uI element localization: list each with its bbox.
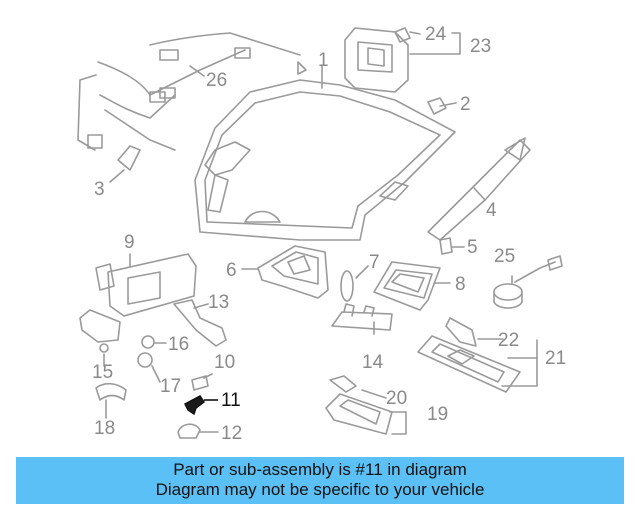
dome-lamp-part <box>417 335 521 393</box>
ring-part-16 <box>141 335 155 349</box>
callout-5: 5 <box>467 237 478 258</box>
callout-23: 23 <box>470 36 491 57</box>
bracket-part-14 <box>331 303 393 331</box>
highlighted-part-11 <box>184 395 218 416</box>
banner-line-2: Diagram may not be specific to your vehi… <box>155 480 485 499</box>
callout-6: 6 <box>226 260 237 281</box>
map-lamp-part <box>325 393 393 435</box>
plug-part-5 <box>439 237 453 255</box>
info-banner: Part or sub-assembly is #11 in diagram D… <box>16 457 624 504</box>
callout-21: 21 <box>545 348 566 369</box>
callout-11: 11 <box>221 390 241 411</box>
callout-18: 18 <box>94 418 115 439</box>
mounting-plate-part <box>257 245 329 299</box>
leader-lines <box>103 31 538 435</box>
callout-9: 9 <box>124 232 135 253</box>
callout-8: 8 <box>455 274 466 295</box>
callout-19: 19 <box>427 404 448 425</box>
callout-16: 16 <box>168 334 189 355</box>
bulb-part-20 <box>329 375 357 393</box>
visor-clip-part <box>79 309 121 353</box>
callout-4: 4 <box>486 200 497 221</box>
banner-line-1: Part or sub-assembly is #11 in diagram <box>173 460 467 479</box>
callout-20: 20 <box>386 388 407 409</box>
headliner-part <box>194 79 456 241</box>
bracket-part-2 <box>427 97 447 115</box>
callout-22: 22 <box>498 330 519 351</box>
bulb-part-22 <box>445 317 477 347</box>
coat-hook-part <box>95 382 127 401</box>
wiring-harness-part <box>77 32 307 151</box>
callout-3: 3 <box>94 179 105 200</box>
callout-12: 12 <box>221 423 242 444</box>
clip-part-3 <box>117 145 141 171</box>
callout-7: 7 <box>369 252 380 273</box>
cap-part-10 <box>191 375 209 391</box>
parts-diagram: 1 2 3 4 5 6 7 8 9 10 11 12 13 14 15 16 1… <box>77 24 566 444</box>
overhead-console-part <box>344 27 411 93</box>
switch-panel-part <box>373 261 441 311</box>
callout-25: 25 <box>494 246 515 267</box>
pillar-trim-part <box>427 137 531 241</box>
callout-15: 15 <box>92 362 113 383</box>
grab-handle-part <box>173 299 227 347</box>
callout-13: 13 <box>208 292 229 313</box>
callout-2: 2 <box>460 94 471 115</box>
cover-part-12 <box>177 423 201 439</box>
callout-10: 10 <box>214 352 235 373</box>
sun-visor-part <box>95 253 197 317</box>
callout-26: 26 <box>206 70 227 91</box>
lamp-part-25 <box>493 255 563 309</box>
ring-part-7 <box>340 270 354 302</box>
callout-14: 14 <box>362 352 384 373</box>
callout-17: 17 <box>160 376 181 397</box>
callout-1: 1 <box>318 50 329 71</box>
ring-part-17 <box>137 352 153 368</box>
callout-24: 24 <box>425 24 447 45</box>
